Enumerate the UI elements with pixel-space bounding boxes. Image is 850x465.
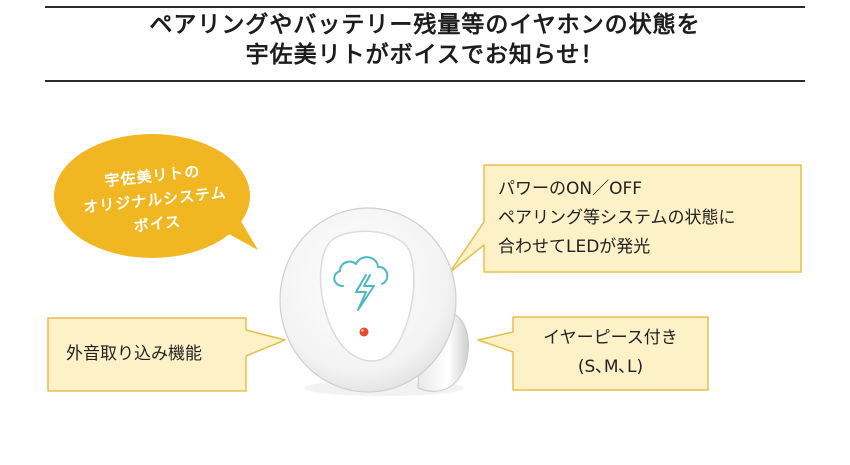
led-line-2: ペアリング等システムの状態に xyxy=(498,208,736,228)
eartip-line-1: イヤーピース付き xyxy=(543,328,678,348)
led-line-1: パワーのON／OFF xyxy=(498,179,643,199)
bottom-rule xyxy=(45,80,805,82)
ambient-mode-callout xyxy=(47,317,286,392)
led-callout xyxy=(449,164,802,273)
led-callout-text: パワーのON／OFF ペアリング等システムの状態に 合わせてLEDが発光 xyxy=(498,175,736,262)
led-line-3: 合わせてLEDが発光 xyxy=(498,237,651,257)
eartip-callout-text: イヤーピース付き (S､M､L) xyxy=(513,324,708,382)
headline-line-2: 宇佐美リトがボイスでお知らせ！ xyxy=(245,42,605,68)
mic-label: 外音取り込み機能 xyxy=(66,344,202,364)
voice-speech-bubble xyxy=(54,134,258,258)
headline-line-1: ペアリングやバッテリー残量等のイヤホンの状態を xyxy=(149,12,701,38)
earbud xyxy=(279,207,469,396)
eartip-callout xyxy=(477,316,709,391)
bubble-tail xyxy=(218,206,258,250)
led-indicator xyxy=(359,327,369,337)
eartip-line-2: (S､M､L) xyxy=(577,357,644,377)
headline: ペアリングやバッテリー残量等のイヤホンの状態を 宇佐美リトがボイスでお知らせ！ xyxy=(45,10,805,70)
bubble-body xyxy=(54,134,250,258)
cloud-lightning-icon xyxy=(333,256,389,311)
top-rule xyxy=(45,6,805,8)
led-highlight xyxy=(361,329,364,332)
mic-callout-text: 外音取り込み機能 xyxy=(66,340,202,369)
